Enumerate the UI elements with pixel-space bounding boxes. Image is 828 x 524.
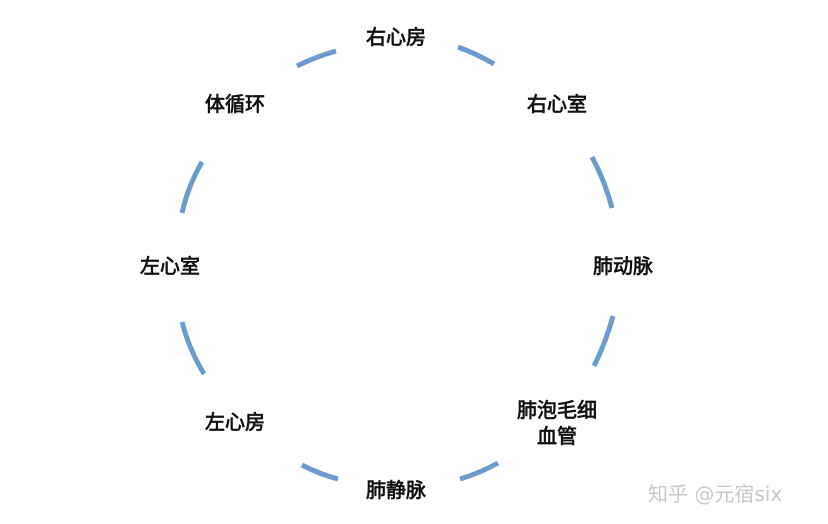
arc-segment: [179, 160, 205, 214]
node-alveolar-capillaries: 肺泡毛细 血管: [517, 397, 597, 449]
arc-segment: [295, 48, 337, 69]
node-label-line1: 肺泡毛细: [517, 398, 597, 422]
arc-segment: [591, 315, 616, 368]
watermark: 知乎 @元宿six: [648, 482, 783, 506]
arc-segment: [589, 155, 615, 209]
arc-segment: [457, 44, 496, 67]
node-pulmonary-artery: 肺动脉: [593, 254, 653, 278]
node-left-ventricle: 左心室: [140, 254, 200, 278]
node-pulmonary-vein: 肺静脉: [366, 478, 426, 502]
node-systemic-circulation: 体循环: [205, 92, 265, 116]
node-left-atrium: 左心房: [205, 410, 265, 434]
node-right-atrium: 右心房: [366, 25, 426, 49]
arc-segment: [300, 462, 339, 482]
node-label-line2: 血管: [537, 424, 577, 448]
arc-segment: [179, 321, 207, 376]
node-right-ventricle: 右心室: [527, 92, 587, 116]
arc-segment: [459, 460, 500, 482]
